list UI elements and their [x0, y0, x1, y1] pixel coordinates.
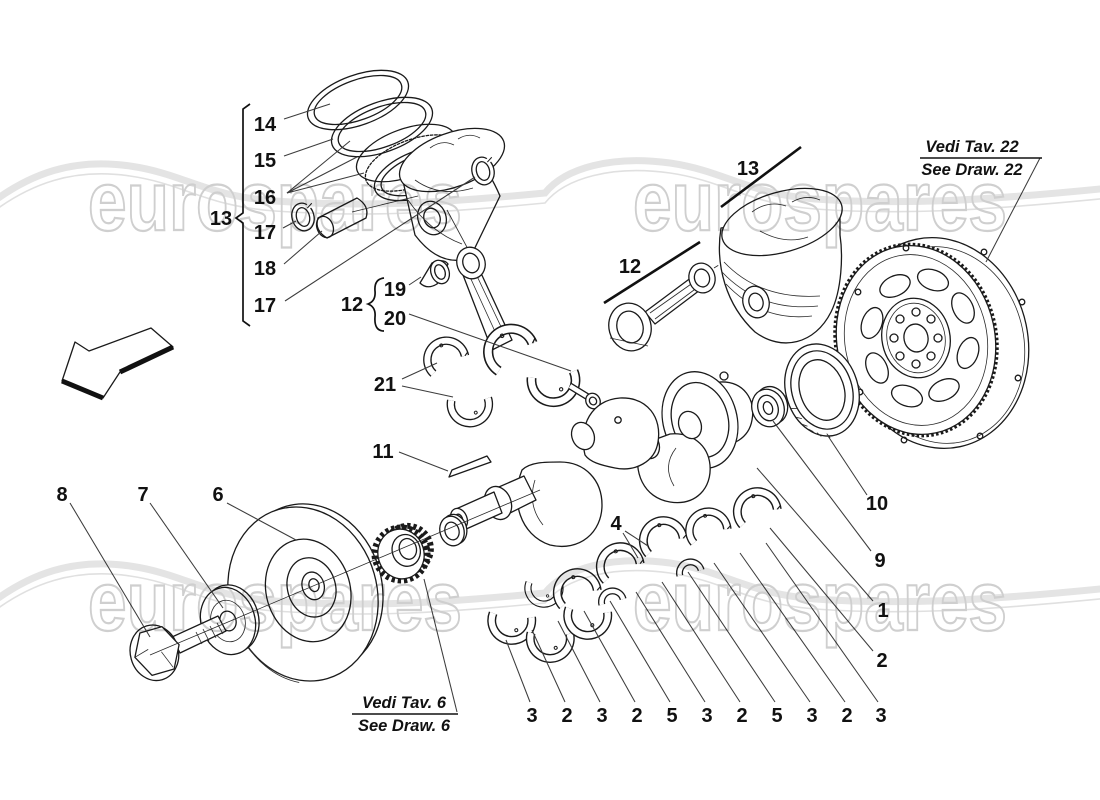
- watermark-text-3: eurospares: [88, 554, 462, 648]
- watermark-text-4: eurospares: [633, 554, 1007, 648]
- timing-ref-line1: Vedi Tav. 6: [362, 694, 447, 712]
- callout-9: 9: [874, 550, 885, 572]
- assembly-axis-line: [149, 489, 541, 656]
- rim-holes: [854, 244, 1026, 444]
- rear-oil-seal: [784, 343, 860, 439]
- bracket-13: [234, 103, 251, 327]
- woodruff-key: [448, 455, 492, 478]
- callout-row-6: 2: [736, 705, 747, 727]
- pilot-bearing: [751, 385, 789, 428]
- callout-14: 14: [254, 114, 277, 136]
- callout-row-0: 3: [526, 705, 537, 727]
- spacer-ring: [439, 513, 468, 547]
- callout-row-1: 2: [561, 705, 572, 727]
- rod-bearing-shell-lower: [448, 386, 495, 429]
- callout-19: 19: [384, 279, 406, 301]
- callout-row-5: 3: [701, 705, 712, 727]
- flywheel-ref-line1: Vedi Tav. 22: [925, 138, 1018, 156]
- small-end-bush: [419, 259, 451, 288]
- watermark-top: eurospares eurospares: [0, 153, 1100, 249]
- piston-assembly-left: [289, 57, 506, 261]
- flywheel-ref-line2: See Draw. 22: [921, 161, 1022, 179]
- leader-lines: [69, 103, 1041, 713]
- timing-ref-line2: See Draw. 6: [358, 717, 451, 735]
- flywheel-cross-reference: Vedi Tav. 22 See Draw. 22: [920, 138, 1042, 179]
- callout-row-9: 2: [841, 705, 852, 727]
- piston-2: [718, 187, 843, 344]
- callout-row-10: 3: [875, 705, 886, 727]
- callout-18: 18: [254, 258, 276, 280]
- callout-13-group: 13: [210, 208, 232, 230]
- crank-web-2: [582, 397, 660, 470]
- refline-13: [720, 145, 802, 209]
- callout-row-7: 5: [771, 705, 782, 727]
- connecting-rod-1: [419, 209, 601, 429]
- callout-row-4: 5: [666, 705, 677, 727]
- rod-bearing-shell-upper: [421, 333, 470, 374]
- refline-12: [603, 240, 701, 305]
- watermark-text-1: eurospares: [88, 154, 462, 248]
- callout-4: 4: [610, 513, 622, 535]
- callout-12-group: 12: [341, 294, 363, 316]
- watermark-bottom: eurospares eurospares: [0, 553, 1100, 649]
- callout-15: 15: [254, 150, 276, 172]
- watermark-layer: eurospares eurospares eurospares eurospa…: [0, 153, 1100, 649]
- callout-17-left: 17: [254, 222, 276, 244]
- callout-21: 21: [374, 374, 396, 396]
- connecting-rod-2: [608, 246, 749, 352]
- flywheel-windows: [860, 268, 980, 408]
- rod-bolt: [568, 383, 601, 410]
- callout-6: 6: [212, 484, 223, 506]
- timing-cross-reference: Vedi Tav. 6 See Draw. 6: [352, 694, 458, 735]
- direction-arrow: [61, 327, 175, 401]
- callout-17-right: 17: [254, 295, 276, 317]
- callout-row-8: 3: [806, 705, 817, 727]
- callout-20: 20: [384, 308, 406, 330]
- callout-7: 7: [137, 484, 148, 506]
- callout-13-piston: 13: [737, 158, 759, 180]
- brace-12: [365, 277, 385, 332]
- callout-row-3: 2: [631, 705, 642, 727]
- callout-8: 8: [56, 484, 67, 506]
- crankshaft: [449, 371, 839, 547]
- callout-12-conrod: 12: [619, 256, 641, 278]
- crank-web-front: [516, 461, 603, 547]
- flywheel: [833, 236, 1030, 450]
- timing-sprocket: [371, 522, 434, 584]
- flywheel-ref-leader: [985, 157, 1041, 263]
- callout-11: 11: [372, 441, 393, 463]
- watermark-text-2: eurospares: [633, 154, 1007, 248]
- callout-10: 10: [866, 493, 888, 515]
- callout-2: 2: [876, 650, 887, 672]
- hub-bolt-holes: [889, 307, 943, 369]
- compression-ring-1: [298, 57, 418, 143]
- callout-row-2: 3: [596, 705, 607, 727]
